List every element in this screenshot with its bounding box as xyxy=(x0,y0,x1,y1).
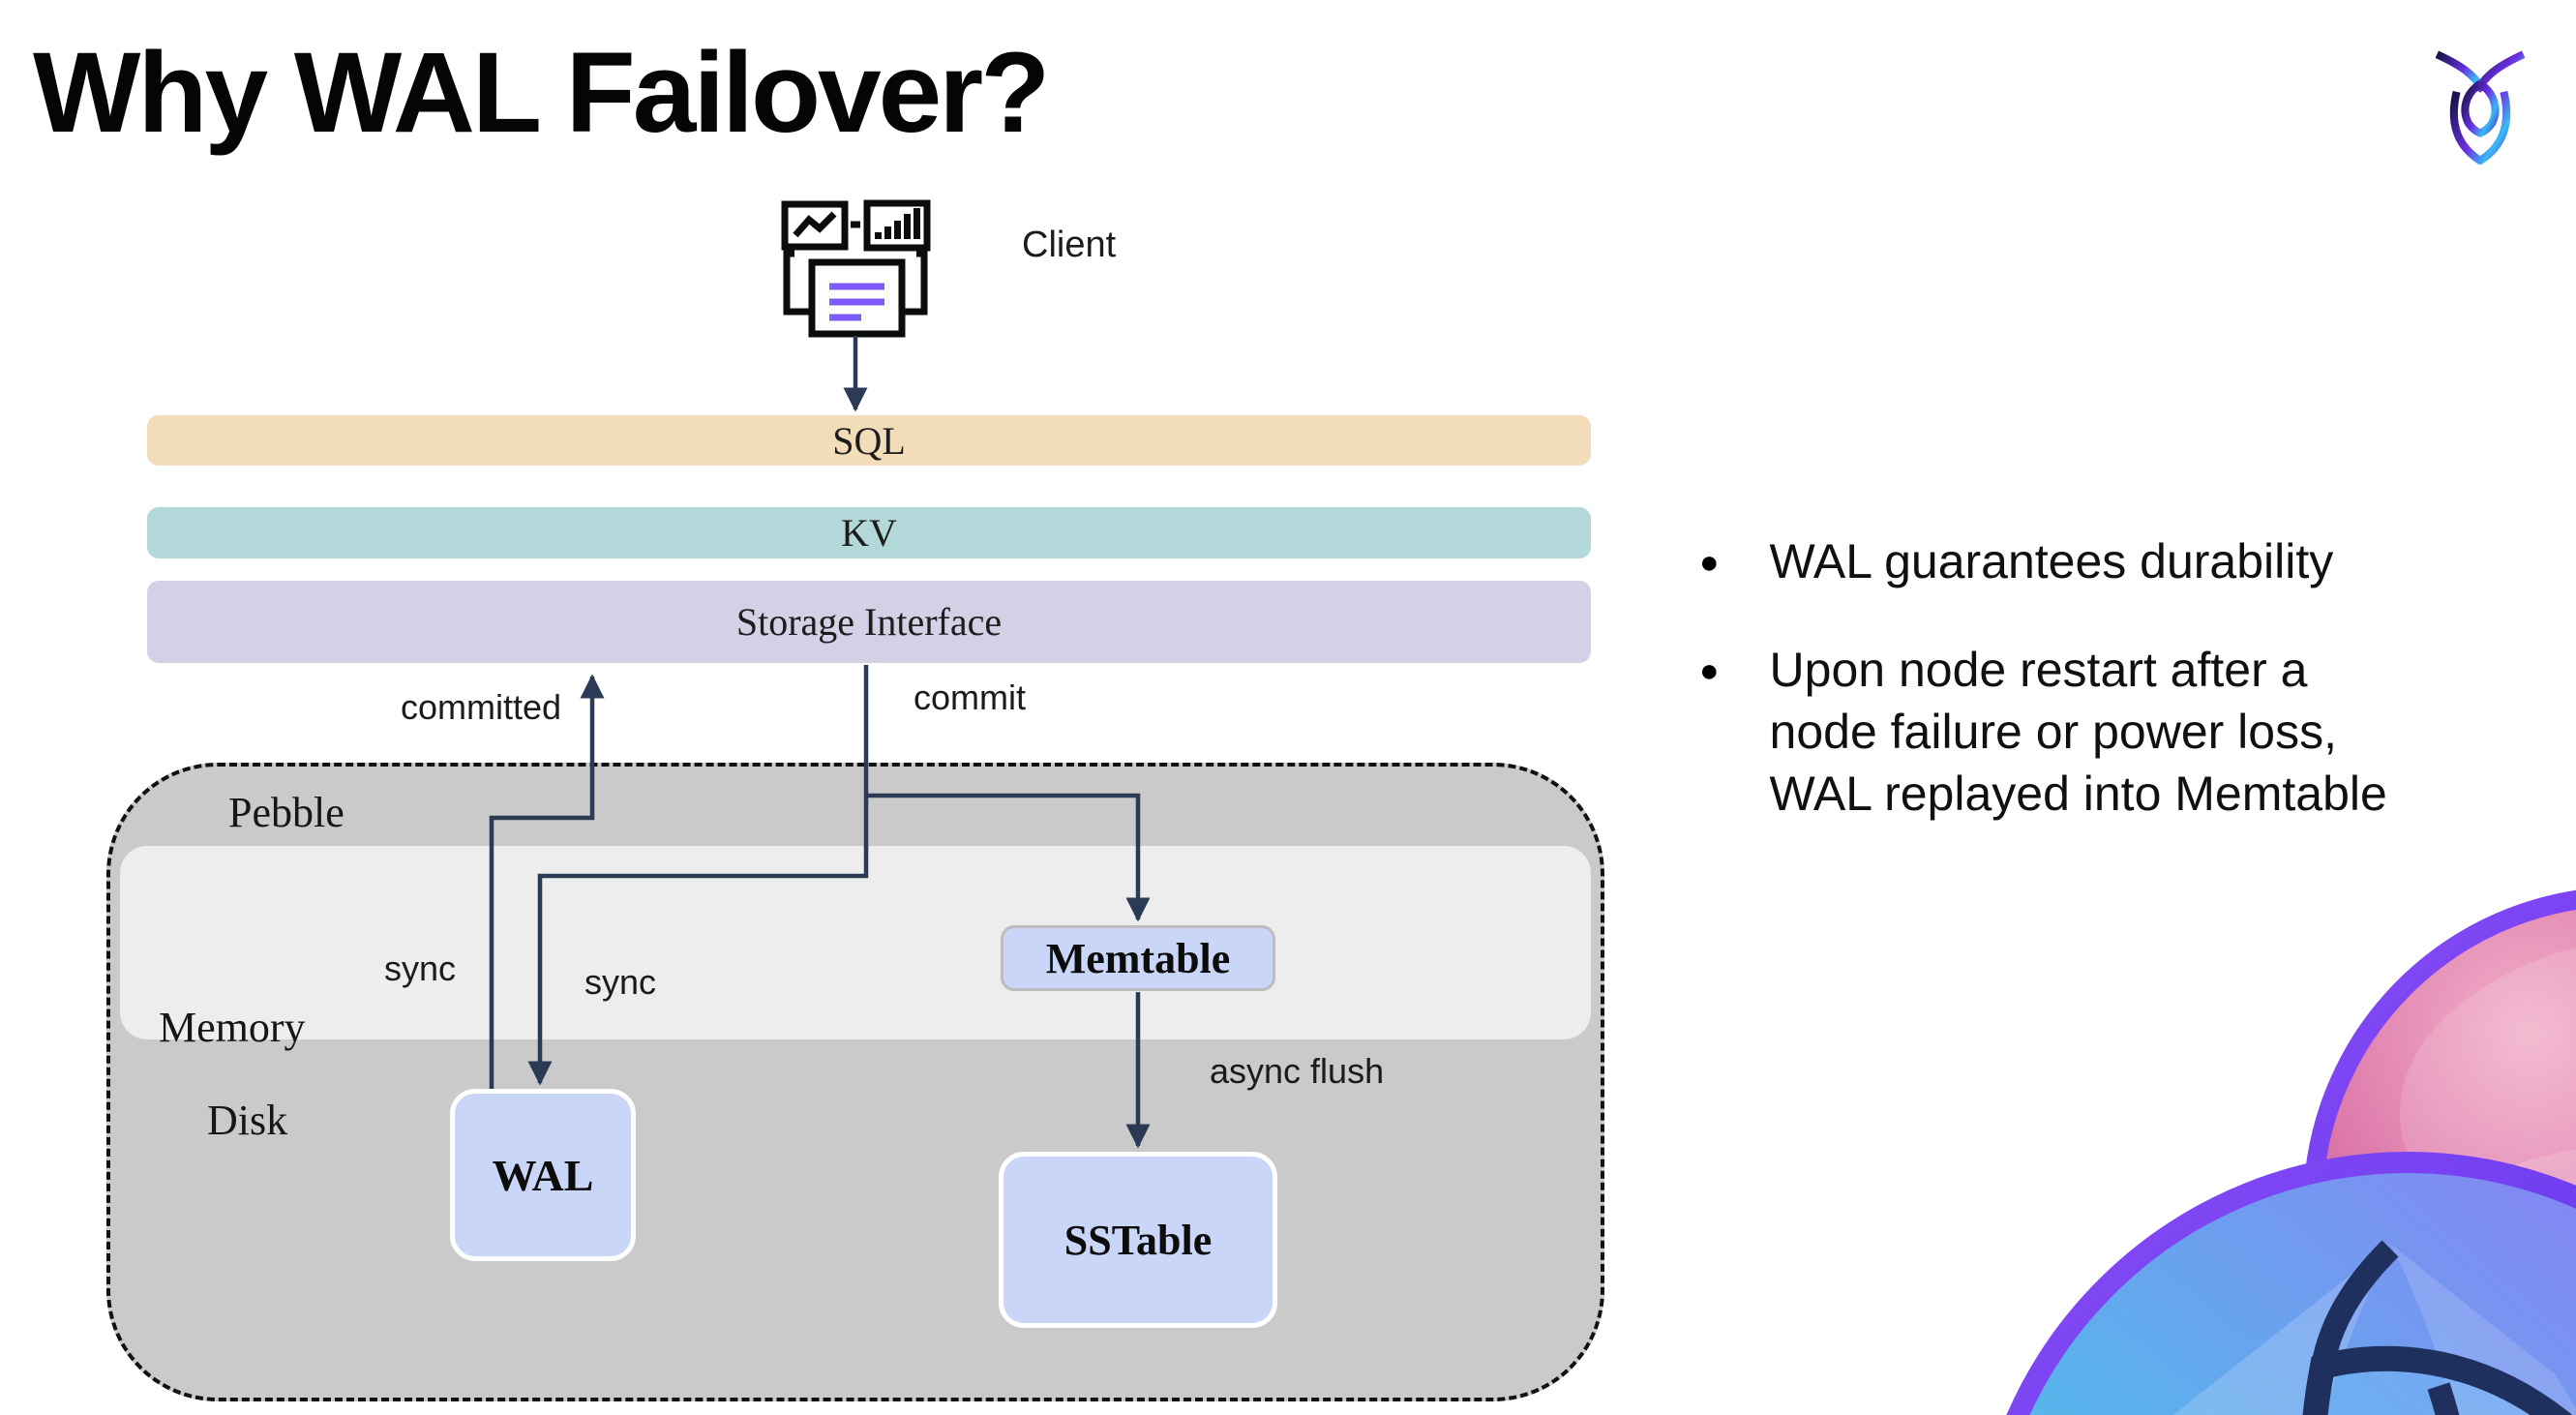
committed-edge-label: committed xyxy=(401,687,562,727)
kv-layer-bar: KV xyxy=(147,507,1591,558)
storage-interface-layer-label: Storage Interface xyxy=(735,600,1003,644)
bullet-item: ● WAL guarantees durability xyxy=(1686,530,2518,594)
memory-label: Memory xyxy=(159,1004,306,1051)
kv-layer-label: KV xyxy=(841,511,897,555)
storage-interface-layer-bar: Storage Interface xyxy=(147,581,1591,663)
bullet-item: ● Upon node restart after a node failure… xyxy=(1686,639,2518,825)
memtable-label: Memtable xyxy=(1045,934,1231,982)
bullet-dot-icon: ● xyxy=(1699,652,1720,689)
bullet-dot-icon: ● xyxy=(1699,544,1720,581)
client-label: Client xyxy=(1022,225,1117,265)
bullet-text: WAL guarantees durability xyxy=(1769,534,2334,588)
sql-layer-label: SQL xyxy=(832,418,906,463)
sync-left-edge-label: sync xyxy=(384,948,457,988)
async-flush-edge-label: async flush xyxy=(1210,1051,1385,1091)
memory-band xyxy=(120,846,1591,1039)
slide-title: Why WAL Failover? xyxy=(33,29,1050,157)
sstable-label: SSTable xyxy=(1063,1216,1213,1264)
bullet-text: Upon node restart after a node failure o… xyxy=(1769,643,2387,821)
client-device-icon xyxy=(781,199,931,338)
wal-box: WAL xyxy=(450,1089,636,1261)
commit-edge-label: commit xyxy=(914,677,1026,717)
pebble-label: Pebble xyxy=(228,789,344,836)
disk-label: Disk xyxy=(207,1097,288,1144)
bullet-list: ● WAL guarantees durability ● Upon node … xyxy=(1686,530,2518,825)
sstable-box: SSTable xyxy=(999,1152,1277,1328)
memtable-box: Memtable xyxy=(1001,925,1275,991)
sql-layer-bar: SQL xyxy=(147,415,1591,466)
cockroachdb-logo-icon xyxy=(2435,50,2526,165)
sync-right-edge-label: sync xyxy=(584,962,657,1002)
wal-label: WAL xyxy=(492,1150,594,1200)
